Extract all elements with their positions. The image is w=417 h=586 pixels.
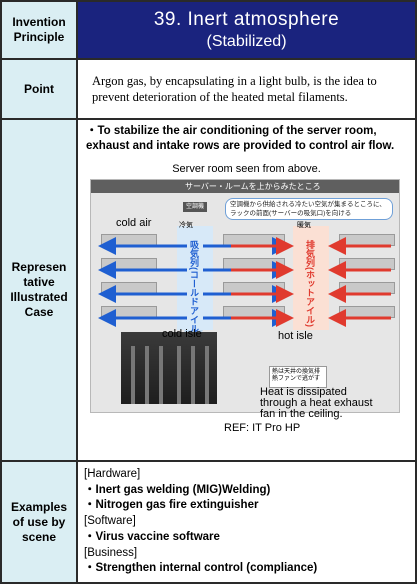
title-cell: 39. Inert atmosphere (Stabilized)	[76, 0, 417, 60]
case-label-line: Illustrated	[10, 290, 68, 304]
point-label-cell: Point	[0, 58, 78, 120]
examples-row: Examples of use by scene [Hardware] ・Ine…	[0, 460, 417, 584]
example-item: ・Inert gas welding (MIG)Welding)	[84, 483, 271, 496]
hot-aisle-column	[293, 226, 329, 330]
case-label-line: Case	[24, 305, 54, 319]
cold-aisle-column	[177, 226, 213, 330]
header-row: Invention Principle 39. Inert atmosphere…	[0, 0, 417, 60]
examples-label-line: scene	[21, 529, 57, 544]
heat-note-jp: 熱は天井の換気排熱ファンで逃がす	[269, 366, 327, 388]
case-label-line: Represen	[11, 260, 67, 274]
example-item: ・Strengthen internal control (compliance…	[84, 562, 318, 575]
case-label-cell: Represen tative Illustrated Case	[0, 118, 78, 462]
server-room-photo	[121, 332, 217, 404]
illustration-frame: サーバー・ルームを上からみたところ 空調機 空調機から供給される冷たい空気が集ま…	[90, 179, 400, 413]
cold-air-label: cold air	[116, 217, 152, 229]
illustration-header: サーバー・ルームを上からみたところ	[91, 180, 399, 193]
hot-aisle-label-jp: 排気列(ホットアイル)	[305, 240, 315, 327]
heat-caption-line: through a heat exhaust	[260, 397, 373, 409]
heat-caption-line: fan in the ceiling.	[260, 408, 343, 420]
case-row: Represen tative Illustrated Case ・To sta…	[0, 118, 417, 462]
point-label: Point	[24, 81, 54, 96]
heat-caption-line: Heat is dissipated	[260, 386, 347, 398]
case-cell: ・To stabilize the air conditioning of th…	[76, 118, 417, 462]
example-category: [Software]	[84, 515, 136, 528]
principle-title: 39. Inert atmosphere	[153, 9, 340, 30]
heat-caption: Heat is dissipated through a heat exhaus…	[260, 387, 373, 420]
illustration-caption: Server room seen from above.	[172, 163, 321, 175]
example-category: [Hardware]	[84, 467, 141, 480]
examples-list: [Hardware] ・Inert gas welding (MIG)Weldi…	[78, 465, 415, 580]
header-label-cell: Invention Principle	[0, 0, 78, 60]
principle-subtitle: (Stabilized)	[206, 33, 287, 50]
air-conditioner-unit: 空調機	[183, 202, 207, 212]
examples-cell: [Hardware] ・Inert gas welding (MIG)Weldi…	[76, 460, 417, 584]
point-row: Point Argon gas, by encapsulating in a l…	[0, 58, 417, 120]
point-cell: Argon gas, by encapsulating in a light b…	[76, 58, 417, 120]
cold-isle-label: cold isle	[162, 328, 202, 340]
examples-label-line: Examples	[10, 499, 68, 514]
examples-label-line: of use by	[12, 514, 66, 529]
case-label-line: tative	[23, 275, 55, 289]
server-room-illustration: サーバー・ルームを上からみたところ 空調機 空調機から供給される冷たい空気が集ま…	[82, 177, 408, 422]
cold-air-label-jp: 冷気	[179, 222, 193, 229]
warm-air-label-jp: 暖気	[297, 222, 311, 229]
reference: REF: IT Pro HP	[224, 422, 301, 434]
point-text: Argon gas, by encapsulating in a light b…	[92, 74, 377, 104]
example-category: [Business]	[84, 546, 138, 559]
case-description: ・To stabilize the air conditioning of th…	[86, 125, 395, 152]
header-label: Invention Principle	[12, 15, 66, 44]
example-item: ・Virus vaccine software	[84, 530, 220, 543]
hot-isle-label: hot isle	[278, 330, 313, 342]
example-item: ・Nitrogen gas fire extinguisher	[84, 499, 259, 512]
illustration-note: 空調機から供給される冷たい空気が集まるところに、ラックの前面(サーバーの吸気口)…	[225, 198, 393, 220]
cold-aisle-label-jp: 吸気列(コールドアイル)	[189, 240, 199, 336]
examples-label-cell: Examples of use by scene	[0, 460, 78, 584]
